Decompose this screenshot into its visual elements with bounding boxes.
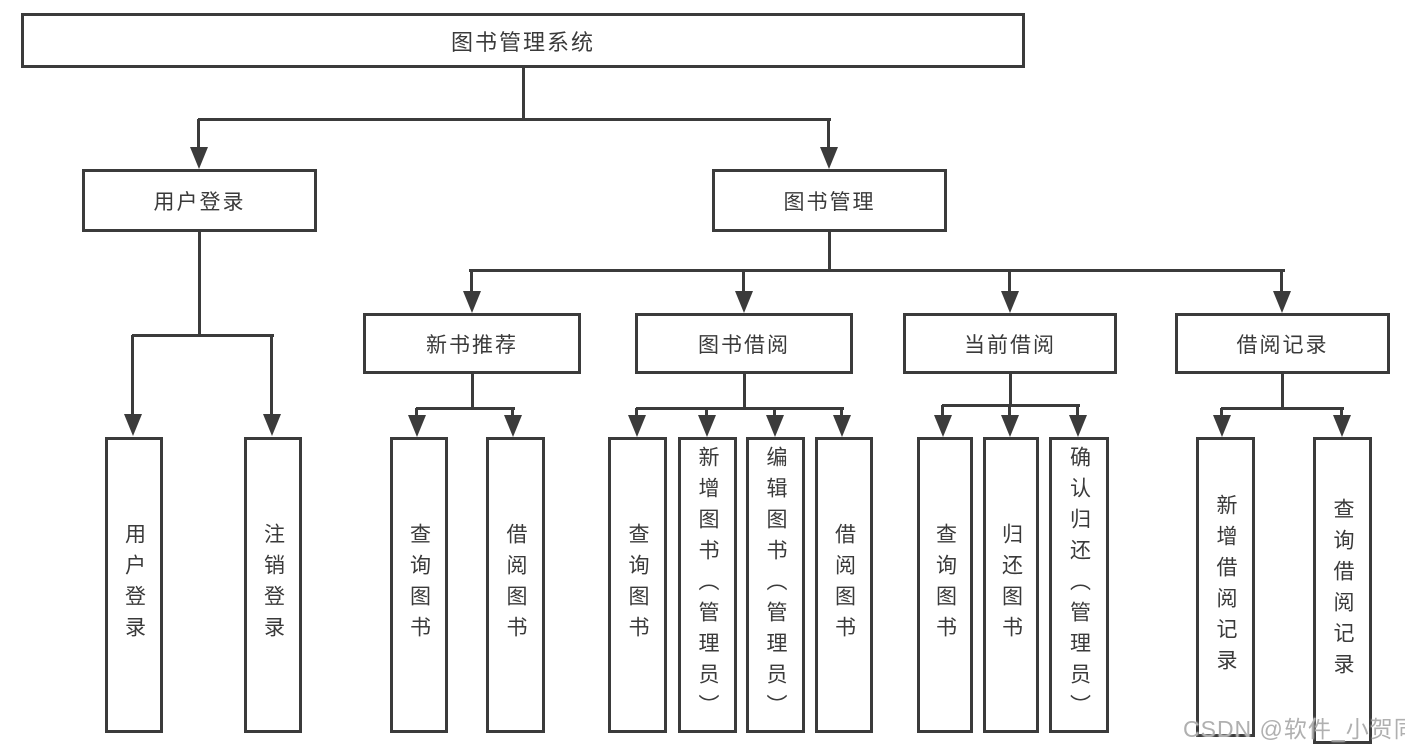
- node-borrowing-records: 借阅记录: [1175, 313, 1390, 374]
- arrow-to-query-books-recommend: [408, 408, 426, 437]
- arrow-to-borrow-books-recommend: [504, 408, 522, 437]
- arrow-to-book-management: [820, 119, 838, 169]
- node-current-borrowing: 当前借阅: [903, 313, 1117, 374]
- leaf-add-books-admin: 新增图书（管理员）: [678, 437, 737, 733]
- leaf-query-books-current: 查询图书: [917, 437, 973, 733]
- node-label: 确认归还（管理员）: [1067, 445, 1091, 725]
- arrow-to-add-borrow-record: [1213, 408, 1231, 437]
- node-label: 用户登录: [122, 523, 146, 647]
- node-label: 查询图书: [933, 523, 957, 647]
- connector-user-login-stub: [198, 232, 201, 336]
- connector-rail-book-borrowing: [636, 407, 844, 410]
- node-label: 当前借阅: [964, 333, 1056, 357]
- node-label: 新增借阅记录: [1214, 494, 1237, 680]
- connector-rail-user-login: [132, 334, 274, 337]
- connector-current-borrowing-stub: [1009, 374, 1012, 407]
- node-label: 新书推荐: [426, 333, 518, 357]
- leaf-borrow-books-recommend: 借阅图书: [486, 437, 545, 733]
- leaf-edit-books-admin: 编辑图书（管理员）: [746, 437, 805, 733]
- node-label: 编辑图书（管理员）: [764, 445, 787, 725]
- node-label: 查询图书: [407, 523, 431, 647]
- leaf-user-login: 用户登录: [105, 437, 163, 733]
- arrow-to-add-books-admin: [698, 408, 716, 437]
- leaf-add-borrow-record: 新增借阅记录: [1196, 437, 1255, 737]
- leaf-logout: 注销登录: [244, 437, 302, 733]
- arrow-to-return-books: [1001, 405, 1019, 437]
- leaf-query-borrow-record: 查询借阅记录: [1313, 437, 1372, 744]
- arrow-to-borrowing-records: [1273, 271, 1291, 313]
- node-label: 注销登录: [261, 523, 285, 647]
- arrow-to-borrow-books-borrowing: [833, 408, 851, 437]
- node-label: 图书借阅: [698, 333, 790, 357]
- connector-rail-new-book: [416, 407, 515, 410]
- node-label: 借阅记录: [1236, 333, 1329, 357]
- leaf-return-books: 归还图书: [983, 437, 1039, 733]
- arrow-to-edit-books-admin: [766, 408, 784, 437]
- node-label: 新增图书（管理员）: [696, 445, 719, 725]
- node-label: 图书管理系统: [450, 29, 595, 55]
- connector-root-stub: [522, 68, 525, 121]
- arrow-to-leaf-logout: [263, 335, 281, 436]
- connector-book-borrowing-stub: [743, 374, 746, 410]
- node-book-management: 图书管理: [712, 169, 947, 232]
- arrow-to-query-books-current: [934, 405, 952, 437]
- node-user-login: 用户登录: [82, 169, 317, 232]
- arrow-to-query-books-borrowing: [628, 408, 646, 437]
- connector-rail-level3: [469, 269, 1285, 272]
- watermark-text: CSDN @软件_小贺同学: [1183, 716, 1405, 742]
- node-label: 借阅图书: [504, 523, 527, 647]
- node-label: 归还图书: [999, 523, 1023, 647]
- node-new-book-recommend: 新书推荐: [363, 313, 581, 374]
- leaf-confirm-return-admin: 确认归还（管理员）: [1049, 437, 1109, 733]
- leaf-borrow-books-borrowing: 借阅图书: [815, 437, 873, 733]
- connector-rail-borrowing-records: [1221, 407, 1344, 410]
- connector-borrowing-records-stub: [1281, 374, 1284, 410]
- connector-rail-current-borrowing: [942, 404, 1080, 407]
- arrow-to-leaf-user-login: [124, 335, 142, 436]
- connector-book-management-stub: [828, 232, 831, 272]
- node-library-system: 图书管理系统: [21, 13, 1025, 68]
- arrow-to-new-book-recommend: [463, 271, 481, 313]
- leaf-query-books-recommend: 查询图书: [390, 437, 448, 733]
- arrow-to-book-borrowing: [735, 271, 753, 313]
- leaf-query-books-borrowing: 查询图书: [608, 437, 667, 733]
- connector-new-book-stub: [471, 374, 474, 410]
- node-label: 借阅图书: [832, 523, 856, 647]
- arrow-to-current-borrowing: [1001, 271, 1019, 313]
- arrow-to-confirm-return-admin: [1069, 405, 1087, 437]
- connector-rail-level2: [198, 118, 831, 121]
- node-book-borrowing: 图书借阅: [635, 313, 853, 374]
- node-label: 查询借阅记录: [1331, 497, 1354, 684]
- arrow-to-user-login: [190, 119, 208, 169]
- arrow-to-query-borrow-record: [1333, 408, 1351, 437]
- node-label: 查询图书: [626, 523, 649, 647]
- node-label: 用户登录: [153, 190, 246, 214]
- node-label: 图书管理: [783, 190, 876, 214]
